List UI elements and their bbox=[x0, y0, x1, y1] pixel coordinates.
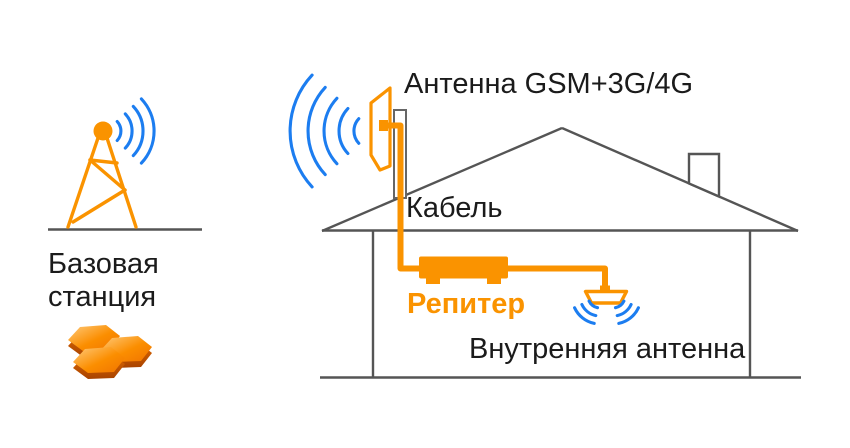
hex-cells-icon bbox=[68, 325, 152, 379]
internal-antenna-signal-waves-icon bbox=[573, 299, 640, 325]
coax-cable-to-internal-antenna bbox=[506, 265, 608, 288]
cell-tower-icon bbox=[66, 121, 138, 229]
base-station-signal-waves-icon bbox=[115, 97, 156, 165]
cable-label: Кабель bbox=[406, 192, 503, 224]
base-station-label: Базовая станция bbox=[48, 248, 159, 313]
external-antenna-label: Антенна GSM+3G/4G bbox=[404, 68, 694, 100]
internal-antenna-label: Внутренняя антенна bbox=[469, 333, 746, 365]
chimney-icon bbox=[687, 152, 721, 199]
ceiling-antenna-icon bbox=[583, 285, 629, 305]
antenna-connector bbox=[379, 120, 388, 131]
coax-cable-down bbox=[384, 122, 420, 272]
house-outline-icon bbox=[320, 126, 801, 379]
external-antenna-signal-waves-icon bbox=[288, 73, 361, 189]
repeater-box-icon bbox=[419, 256, 508, 284]
repeater-label: Репитер bbox=[407, 288, 526, 320]
